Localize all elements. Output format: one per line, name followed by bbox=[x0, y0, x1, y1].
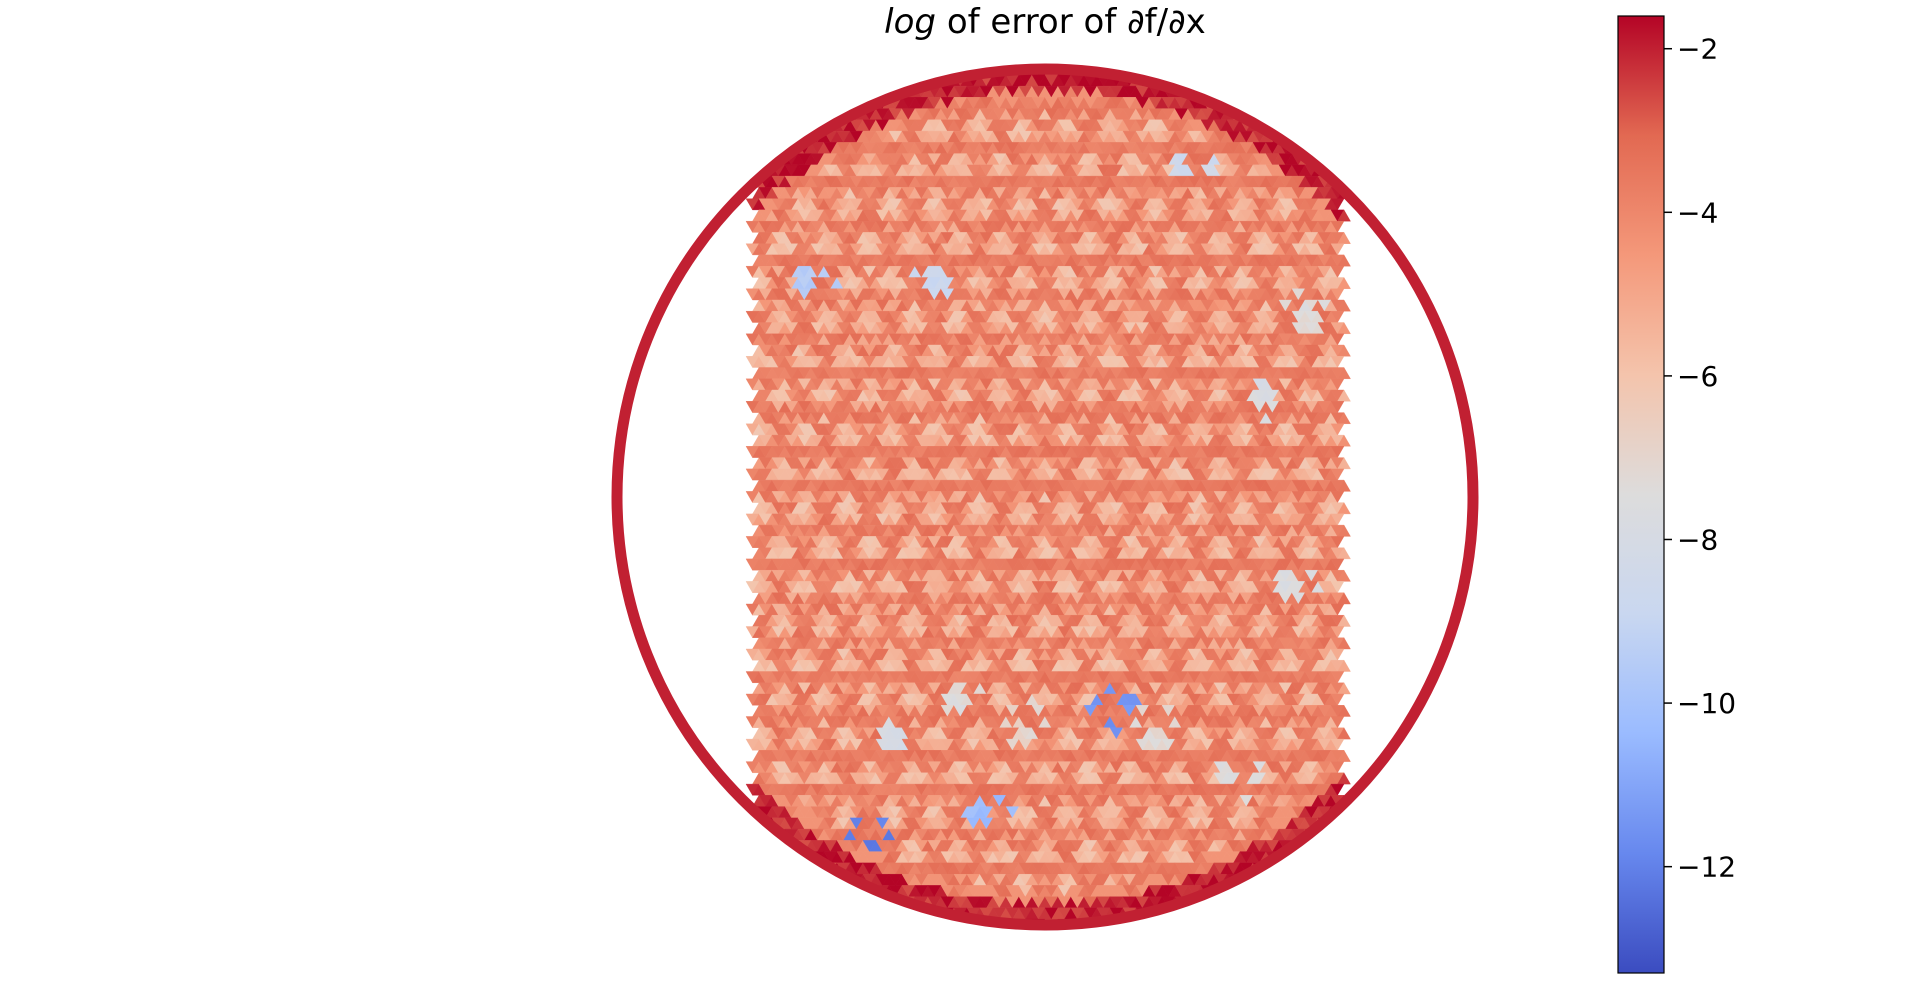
mesh-triangle bbox=[1233, 96, 1247, 109]
mesh-triangle bbox=[1070, 64, 1085, 65]
mesh-triangle bbox=[1026, 52, 1039, 63]
mesh-triangle bbox=[974, 52, 987, 63]
mesh-triangle bbox=[895, 74, 909, 87]
mesh-triangle bbox=[1330, 243, 1345, 256]
chart-title-italic: log bbox=[884, 2, 936, 42]
mesh-triangle bbox=[765, 142, 779, 154]
chart-title: log of error of ∂f/∂x bbox=[884, 2, 1206, 42]
mesh-triangle bbox=[1000, 52, 1013, 63]
mesh-triangle bbox=[1005, 64, 1020, 65]
mesh-triangle bbox=[1078, 52, 1091, 63]
mesh-triangle bbox=[752, 153, 766, 166]
mesh-triangle bbox=[1044, 64, 1059, 65]
mesh-triangle bbox=[1142, 64, 1156, 76]
mesh-triangle bbox=[1330, 333, 1345, 346]
mesh-triangle bbox=[1052, 52, 1065, 63]
mesh-triangle bbox=[1181, 74, 1195, 87]
mesh-triangle bbox=[1155, 64, 1169, 76]
mesh-triangle bbox=[778, 130, 792, 143]
mesh-triangle bbox=[1298, 130, 1312, 143]
mesh-triangle bbox=[1031, 64, 1046, 65]
mesh-triangle bbox=[1330, 311, 1345, 323]
mesh-triangle bbox=[934, 64, 948, 76]
mesh-triangle bbox=[1057, 64, 1072, 65]
mesh-triangle bbox=[1104, 52, 1117, 63]
mesh-triangle bbox=[1091, 52, 1104, 63]
mesh-triangle bbox=[1330, 288, 1345, 301]
mesh-triangle bbox=[1039, 52, 1052, 63]
mesh-triangle bbox=[1207, 85, 1221, 98]
mesh-triangle bbox=[1220, 85, 1234, 98]
mesh-triangle bbox=[817, 108, 831, 121]
mesh-triangle bbox=[1337, 164, 1351, 177]
mesh-triangle bbox=[856, 85, 870, 98]
mesh-triangle bbox=[1311, 142, 1325, 154]
chart-title-rest: of error of ∂f/∂x bbox=[936, 2, 1206, 42]
mesh-triangle bbox=[987, 52, 1000, 63]
mesh-plot bbox=[745, 52, 1351, 930]
mesh-triangle bbox=[843, 96, 857, 109]
mesh-triangle bbox=[1330, 198, 1345, 211]
mesh-triangle bbox=[940, 64, 955, 76]
mesh-triangle bbox=[869, 85, 883, 98]
mesh-triangle bbox=[1324, 153, 1338, 166]
mesh-triangle bbox=[1291, 130, 1306, 143]
mesh-triangle bbox=[1065, 52, 1078, 63]
mesh-triangle bbox=[1135, 64, 1150, 76]
mesh-triangle bbox=[1018, 64, 1033, 65]
mesh-triangle bbox=[784, 130, 799, 143]
mesh-triangle bbox=[1330, 220, 1345, 233]
mesh-triangle bbox=[921, 64, 935, 76]
mesh-triangle bbox=[1330, 266, 1345, 278]
mesh-triangle bbox=[1013, 52, 1026, 63]
mesh-triangle bbox=[1259, 108, 1273, 121]
